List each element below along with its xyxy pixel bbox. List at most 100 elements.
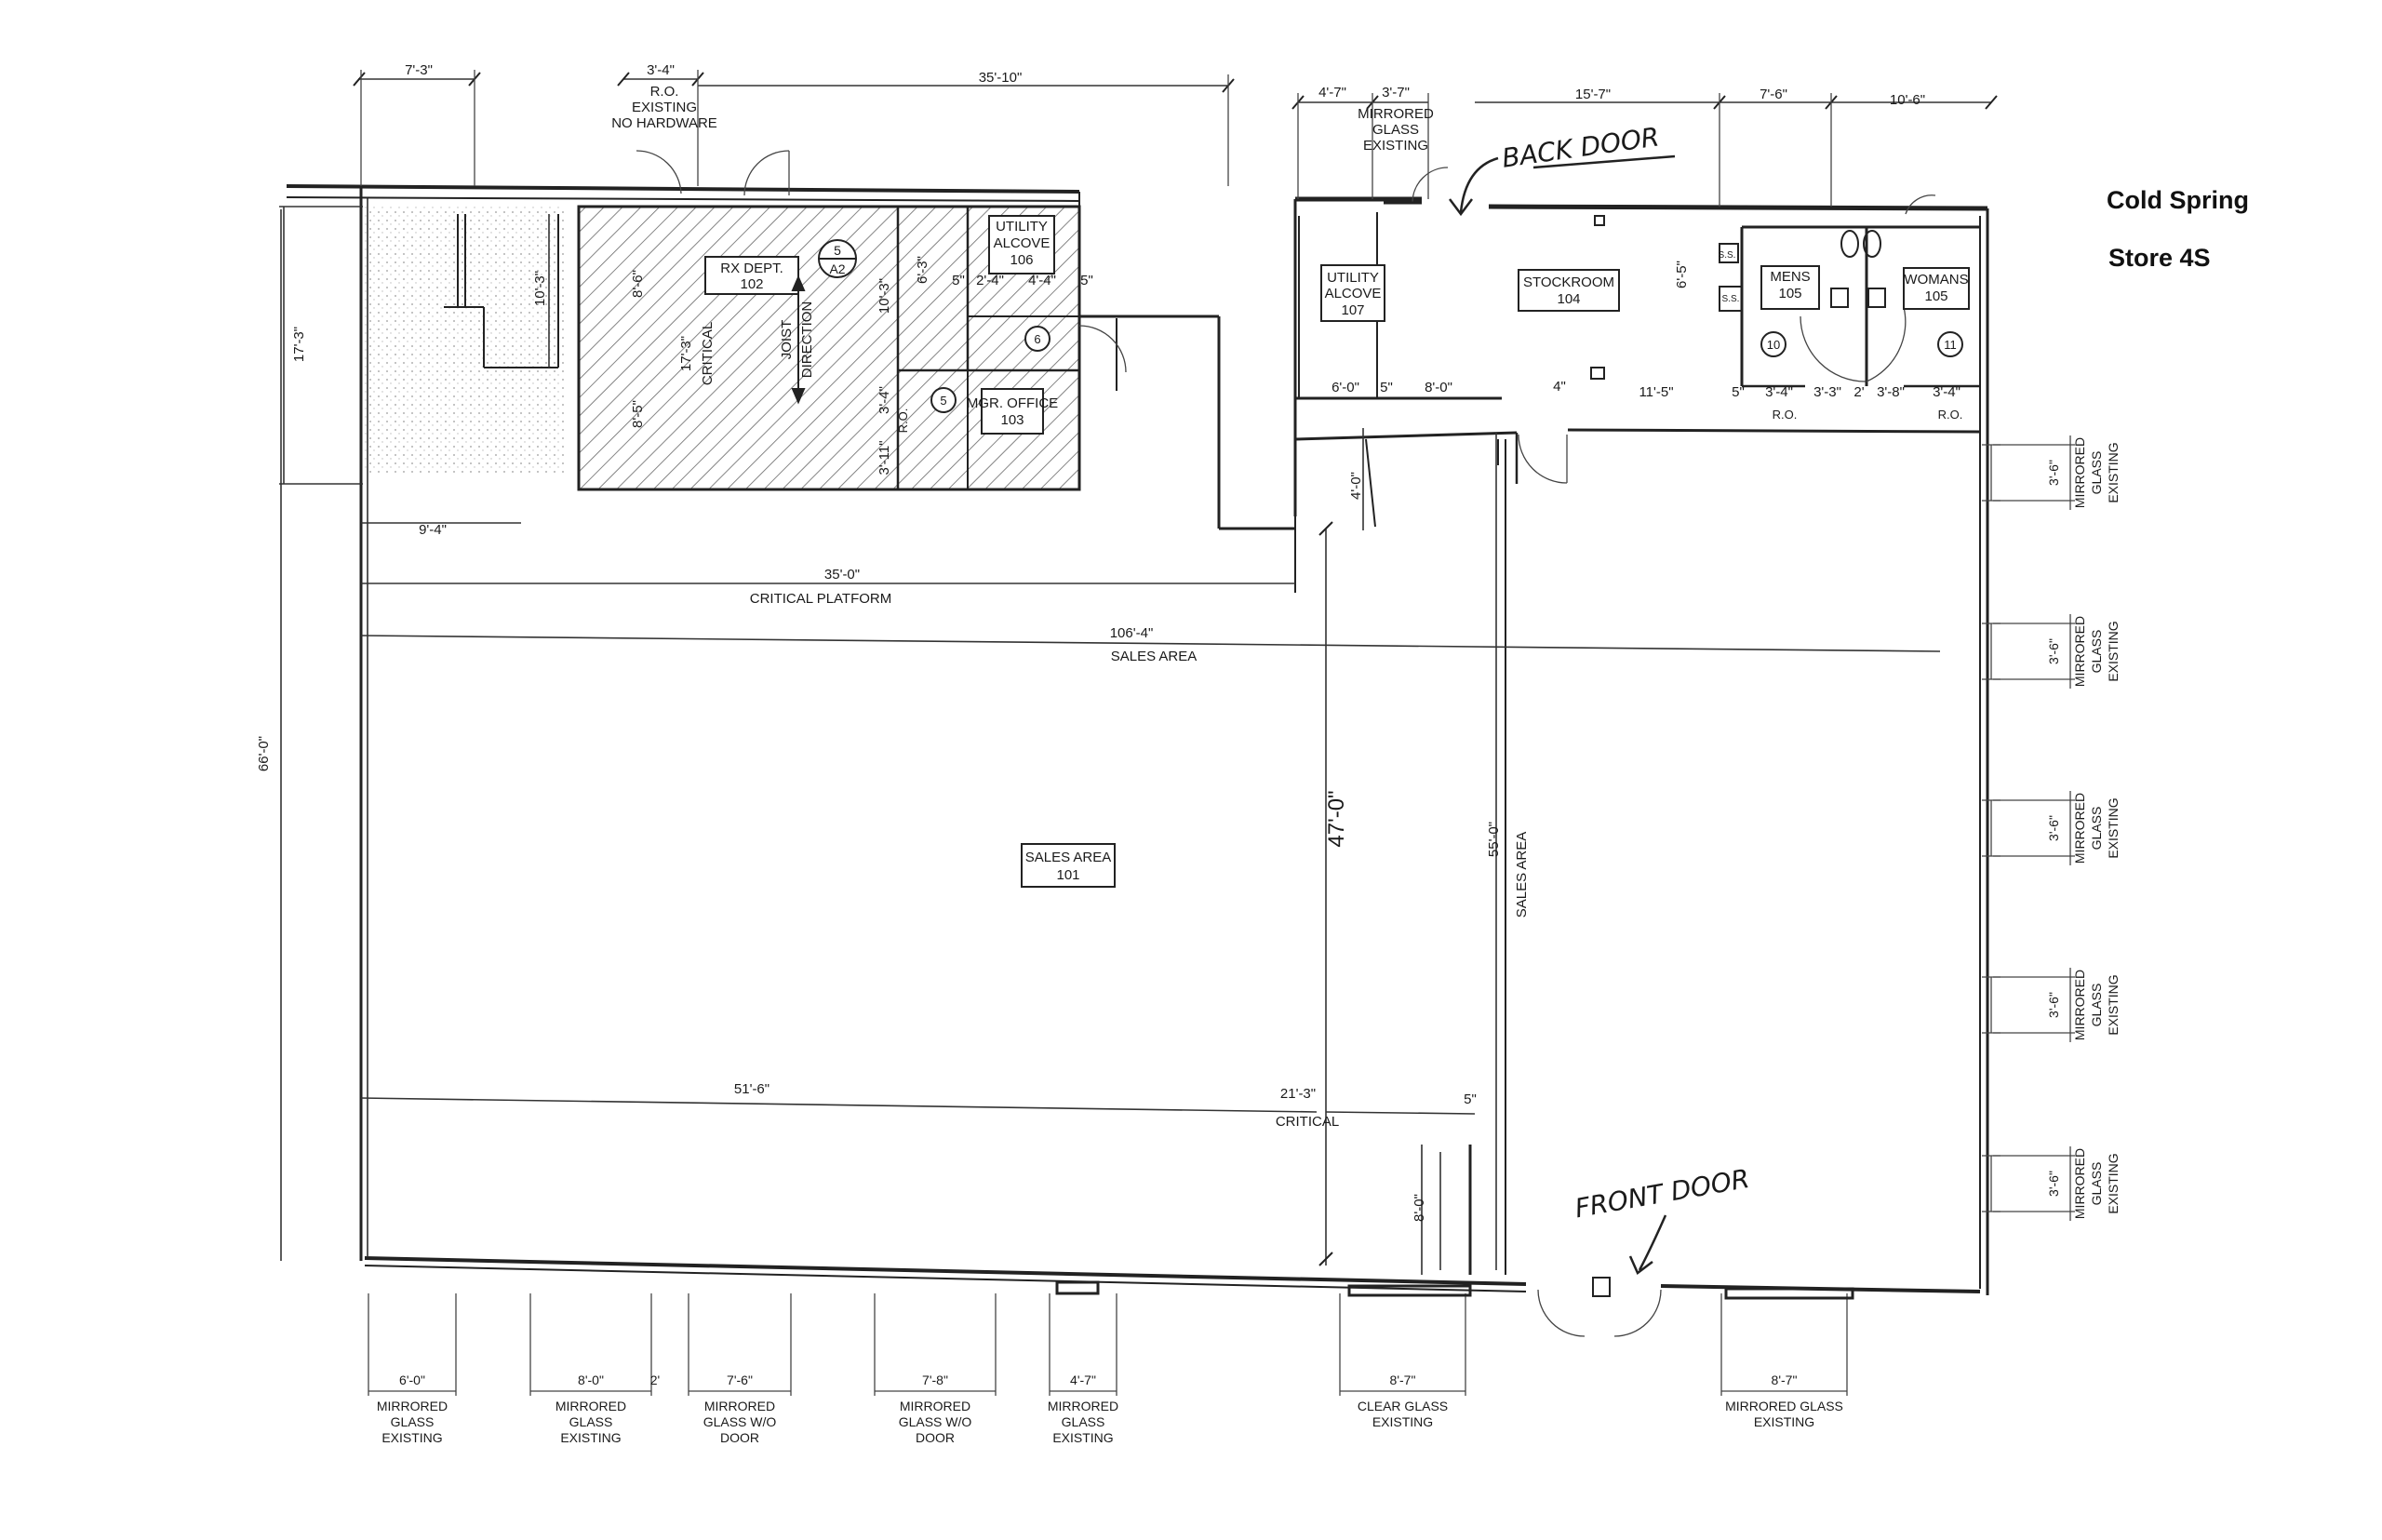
svg-text:8'-0": 8'-0" xyxy=(1425,380,1452,395)
svg-text:WOMANS: WOMANS xyxy=(1904,272,1968,288)
svg-text:4'-7": 4'-7" xyxy=(1318,85,1346,100)
window-label: MIRRORED xyxy=(2072,1148,2087,1219)
door-swings xyxy=(636,150,1936,1337)
svg-text:FRONT DOOR: FRONT DOOR xyxy=(1572,1163,1752,1224)
svg-text:CRITICAL: CRITICAL xyxy=(1276,1114,1339,1130)
svg-text:5": 5" xyxy=(1380,380,1393,395)
window-label: MIRRORED xyxy=(2072,793,2087,864)
window-dimension: 3'-6" xyxy=(2046,638,2061,664)
svg-text:S.S.: S.S. xyxy=(1719,250,1736,261)
svg-text:CRITICAL PLATFORM: CRITICAL PLATFORM xyxy=(750,591,892,607)
svg-text:R.O.: R.O. xyxy=(896,408,910,434)
bottom-window-labels: 6'-0"MIRROREDGLASSEXISTING8'-0"MIRROREDG… xyxy=(377,1373,1843,1445)
svg-text:NO HARDWARE: NO HARDWARE xyxy=(611,115,717,131)
svg-text:R.O.: R.O. xyxy=(1773,408,1798,422)
window-label: GLASS xyxy=(2089,1162,2104,1206)
svg-text:15'-7": 15'-7" xyxy=(1575,87,1611,102)
svg-text:9'-4": 9'-4" xyxy=(419,522,447,538)
svg-text:ALCOVE: ALCOVE xyxy=(1325,286,1382,301)
window-label: EXISTING xyxy=(2106,797,2121,858)
svg-text:4'-0": 4'-0" xyxy=(1348,472,1364,500)
window-label: GLASS xyxy=(391,1414,435,1429)
window-dimension-extra: 2' xyxy=(650,1373,660,1387)
windows-glass xyxy=(1055,201,1854,1300)
svg-text:8'-5": 8'-5" xyxy=(630,400,646,428)
svg-text:2': 2' xyxy=(1853,384,1864,400)
svg-text:RX DEPT.: RX DEPT. xyxy=(720,261,783,276)
window-dimension: 3'-6" xyxy=(2046,815,2061,841)
store-name: Cold Spring xyxy=(2107,186,2249,214)
svg-text:3'-3": 3'-3" xyxy=(1813,384,1841,400)
svg-text:5": 5" xyxy=(952,273,965,288)
window-label: MIRRORED xyxy=(2072,970,2087,1040)
window-label: EXISTING xyxy=(381,1430,442,1445)
window-dimension: 4'-7" xyxy=(1070,1373,1096,1387)
svg-text:104: 104 xyxy=(1557,291,1580,307)
svg-text:DIRECTION: DIRECTION xyxy=(799,301,815,379)
extension-lines xyxy=(360,70,1832,207)
svg-text:35'-10": 35'-10" xyxy=(979,70,1023,86)
handwritten-arrows xyxy=(1449,154,1676,1275)
window-label: GLASS xyxy=(569,1414,613,1429)
svg-text:5": 5" xyxy=(1080,273,1093,288)
svg-text:5: 5 xyxy=(940,394,946,408)
right-window-markers xyxy=(1982,435,2075,1221)
window-label: CLEAR GLASS xyxy=(1358,1399,1448,1413)
bottom-window-markers xyxy=(368,1293,1848,1396)
svg-text:105: 105 xyxy=(1778,286,1801,301)
window-label: EXISTING xyxy=(560,1430,621,1445)
svg-text:21'-3": 21'-3" xyxy=(1280,1086,1316,1102)
svg-text:47'-0": 47'-0" xyxy=(1324,790,1349,847)
svg-text:5": 5" xyxy=(1464,1091,1477,1107)
window-dimension: 3'-6" xyxy=(2046,460,2061,486)
svg-text:MENS: MENS xyxy=(1770,269,1810,285)
svg-text:102: 102 xyxy=(740,276,763,292)
window-label: EXISTING xyxy=(2106,1153,2121,1213)
svg-text:EXISTING: EXISTING xyxy=(632,100,697,115)
window-label: EXISTING xyxy=(1052,1430,1113,1445)
window-dimension: 6'-0" xyxy=(399,1373,425,1387)
svg-text:55'-0": 55'-0" xyxy=(1486,822,1502,857)
svg-text:10'-6": 10'-6" xyxy=(1890,92,1925,108)
svg-text:6'-5": 6'-5" xyxy=(1674,261,1690,288)
svg-text:3'-11": 3'-11" xyxy=(877,440,892,475)
svg-text:SALES AREA: SALES AREA xyxy=(1111,649,1198,664)
svg-text:3'-4": 3'-4" xyxy=(1765,384,1793,400)
svg-text:8'-0": 8'-0" xyxy=(1412,1194,1427,1222)
svg-text:R.O.: R.O. xyxy=(650,84,679,100)
svg-text:10: 10 xyxy=(1767,338,1780,352)
window-label: EXISTING xyxy=(1754,1414,1814,1429)
svg-text:10'-3": 10'-3" xyxy=(877,278,892,314)
window-label: GLASS W/O xyxy=(899,1414,972,1429)
window-dimension: 8'-7" xyxy=(1772,1373,1798,1387)
svg-text:A2: A2 xyxy=(829,261,845,276)
svg-text:106: 106 xyxy=(1010,252,1033,268)
svg-text:UTILITY: UTILITY xyxy=(1327,270,1379,286)
window-dimension: 8'-7" xyxy=(1390,1373,1416,1387)
svg-text:3'-8": 3'-8" xyxy=(1877,384,1905,400)
svg-text:R.O.: R.O. xyxy=(1938,408,1963,422)
window-label: EXISTING xyxy=(2106,442,2121,502)
window-label: EXISTING xyxy=(2106,621,2121,681)
svg-text:7'-3": 7'-3" xyxy=(405,62,433,78)
svg-text:MIRRORED: MIRRORED xyxy=(1358,106,1434,122)
window-label: MIRRORED xyxy=(2072,437,2087,508)
svg-text:6'-0": 6'-0" xyxy=(1332,380,1359,395)
svg-text:101: 101 xyxy=(1056,867,1079,883)
window-label: GLASS xyxy=(2089,630,2104,674)
svg-text:EXISTING: EXISTING xyxy=(1363,138,1428,154)
window-label: GLASS W/O xyxy=(703,1414,777,1429)
svg-text:7'-6": 7'-6" xyxy=(1760,87,1787,102)
svg-text:JOIST: JOIST xyxy=(779,320,795,360)
room-labels: RX DEPT. 102 UTILITY ALCOVE 106 MGR. OFF… xyxy=(720,219,1968,883)
svg-text:SALES AREA: SALES AREA xyxy=(1025,850,1112,865)
annotation-labels: CRITICAL PLATFORM SALES AREA CRITICAL R.… xyxy=(611,84,1962,1130)
svg-text:UTILITY: UTILITY xyxy=(996,219,1048,234)
svg-text:51'-6": 51'-6" xyxy=(734,1081,769,1097)
svg-text:11'-5": 11'-5" xyxy=(1639,384,1673,400)
svg-text:3'-7": 3'-7" xyxy=(1382,85,1410,100)
svg-text:106'-4": 106'-4" xyxy=(1110,625,1154,641)
joist-arrow xyxy=(791,275,806,405)
svg-text:BACK DOOR: BACK DOOR xyxy=(1500,121,1661,173)
